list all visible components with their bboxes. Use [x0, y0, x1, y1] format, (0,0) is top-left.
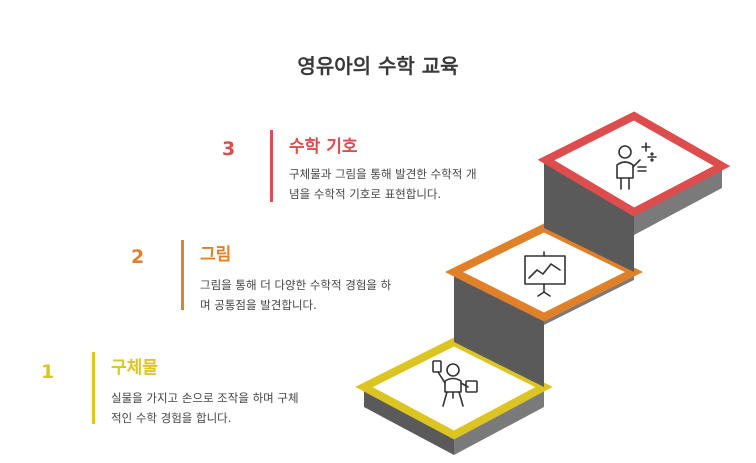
step-1-description-line-2: 적인 수학 경험을 합니다.: [111, 411, 232, 425]
step-3-description-line-1: 구체물과 그림을 통해 발견한 수학적 개: [289, 167, 477, 181]
step-2-bar: [181, 240, 184, 310]
step-3-description-line-2: 념을 수학적 기호로 표현합니다.: [289, 187, 442, 201]
step-1-bar: [92, 352, 95, 424]
step-2-description: 그림을 통해 더 다양한 수학적 경험을 하 며 공통점을 발견합니다.: [200, 275, 391, 315]
step-3-block: [537, 111, 731, 272]
step-2-description-line-1: 그림을 통해 더 다양한 수학적 경험을 하: [200, 278, 392, 292]
person-manipulating-objects-icon: [432, 360, 478, 407]
step-1-title: 구체물: [111, 358, 158, 378]
step-2-title: 그림: [200, 245, 232, 265]
step-3-description: 구체물과 그림을 통해 발견한 수학적 개 념을 수학적 기호로 표현합니다.: [289, 164, 477, 204]
step-3-title: 수학 기호: [289, 137, 358, 157]
step-1-description: 실물을 가지고 손으로 조작을 하며 구체 적인 수학 경험을 합니다.: [111, 388, 299, 428]
teacher-math-symbols-icon: [616, 142, 657, 190]
step-3-bar: [270, 130, 273, 202]
step-1-number: 1: [41, 361, 55, 383]
step-2-number: 2: [131, 246, 145, 268]
step-1-description-line-1: 실물을 가지고 손으로 조작을 하며 구체: [111, 391, 299, 405]
step-2-description-line-2: 며 공통점을 발견합니다.: [200, 298, 317, 312]
diagram-title: 영유아의 수학 교육: [297, 54, 459, 78]
chart-presentation-icon: [524, 251, 566, 297]
step-3-number: 3: [222, 138, 236, 160]
